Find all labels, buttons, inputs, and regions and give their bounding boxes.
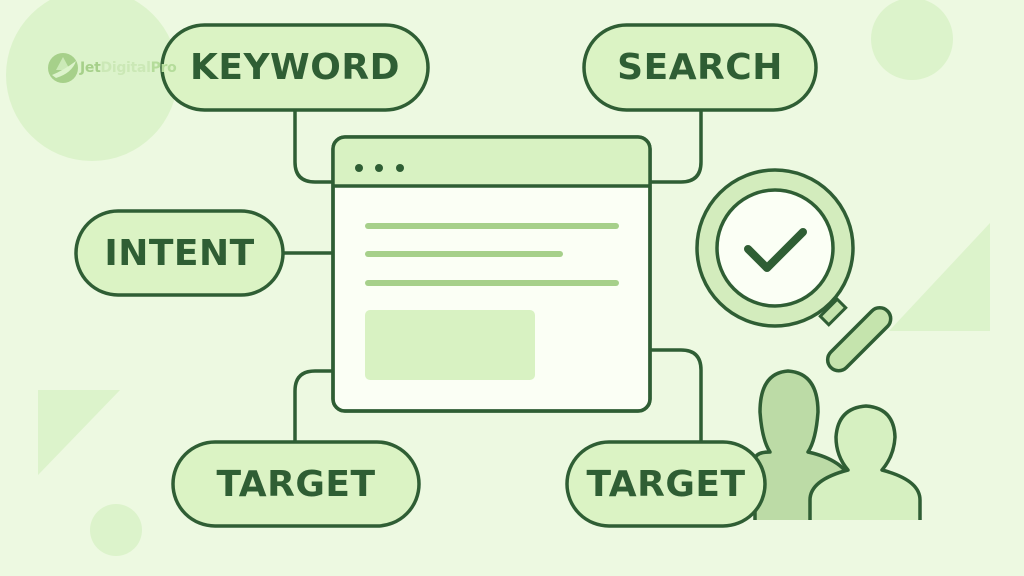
- decor-triangle-right: [889, 223, 990, 331]
- brand-name: JetDigitalPro: [80, 60, 177, 76]
- paper-plane-leaf-icon: [48, 53, 78, 83]
- node-target-right-label: TARGET: [586, 463, 746, 505]
- window-dot-3: [396, 164, 404, 172]
- decor-circle-top-right: [871, 0, 953, 80]
- browser-window-icon: [331, 135, 652, 413]
- node-search: SEARCH: [584, 25, 816, 110]
- connector-target-left: [293, 369, 335, 444]
- pill-intent-shape: [74, 209, 285, 297]
- content-block: [365, 310, 535, 380]
- brand-logo: JetDigitalPro: [80, 53, 177, 83]
- connector-search: [648, 108, 703, 184]
- node-keyword: KEYWORD: [162, 25, 428, 110]
- pill-search-shape: [582, 23, 818, 112]
- window-dot-2: [375, 164, 383, 172]
- decor-circle-bottom-left: [90, 504, 142, 556]
- pill-shapes: [74, 23, 818, 528]
- node-target-left: TARGET: [173, 442, 419, 526]
- person-front: [808, 404, 922, 544]
- connector-target-right: [648, 348, 703, 444]
- pill-target-right-shape: [565, 440, 767, 528]
- node-keyword-label: KEYWORD: [190, 47, 400, 88]
- pill-keyword-shape: [160, 23, 430, 112]
- node-intent: INTENT: [76, 211, 283, 295]
- pill-target-left-shape: [171, 440, 421, 528]
- node-search-label: SEARCH: [617, 47, 783, 88]
- check-icon: [744, 228, 807, 272]
- node-target-right: TARGET: [567, 442, 765, 526]
- node-target-left-label: TARGET: [216, 463, 376, 505]
- decor-circle-large: [6, 0, 178, 161]
- decor-triangle-left: [38, 390, 120, 475]
- people-icon: [740, 369, 940, 550]
- magnifier-check-icon: [695, 168, 893, 373]
- node-intent-label: INTENT: [104, 232, 255, 274]
- connector-lines: [281, 108, 703, 444]
- window-dot-1: [355, 164, 363, 172]
- connector-keyword: [293, 108, 335, 184]
